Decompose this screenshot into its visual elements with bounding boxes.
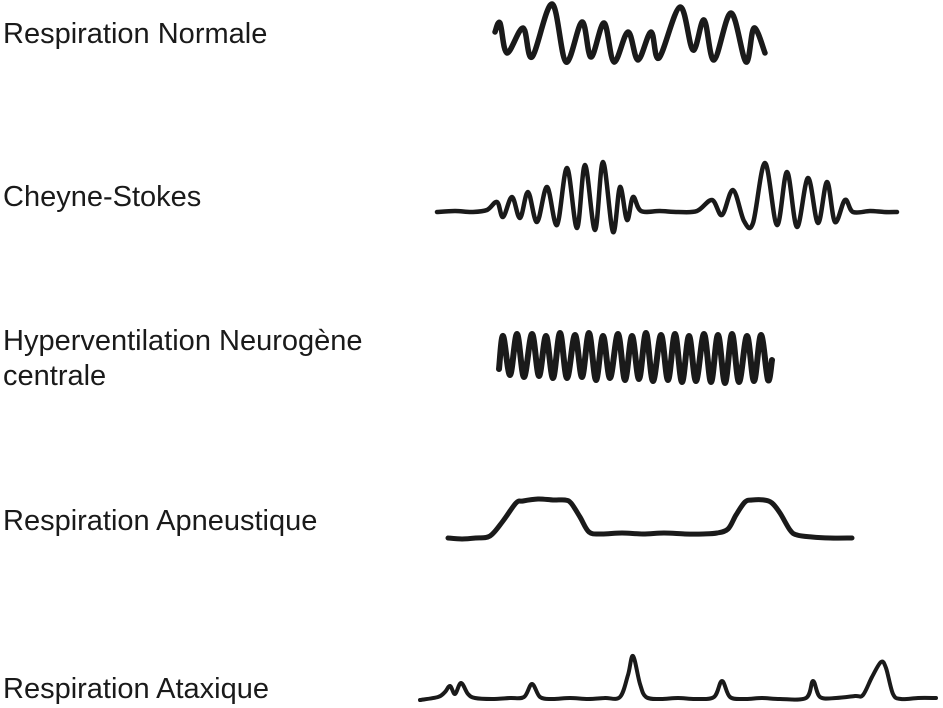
label-respiration-apneustique: Respiration Apneustique — [3, 505, 318, 537]
waveform-respiration-ataxique — [418, 653, 938, 702]
waveform-hyperventilation-neurogene-centrale — [496, 329, 775, 387]
waveform-respiration-apneustique — [445, 496, 855, 542]
label-cheyne-stokes: Cheyne-Stokes — [3, 181, 202, 213]
waveform-respiration-normale — [492, 1, 768, 65]
label-respiration-ataxique: Respiration Ataxique — [3, 673, 269, 705]
label-hyperventilation-neurogene-centrale: Hyperventilation Neurogène centrale — [3, 325, 363, 392]
waveform-cheyne-stokes — [434, 159, 900, 235]
label-respiration-normale: Respiration Normale — [3, 18, 268, 50]
